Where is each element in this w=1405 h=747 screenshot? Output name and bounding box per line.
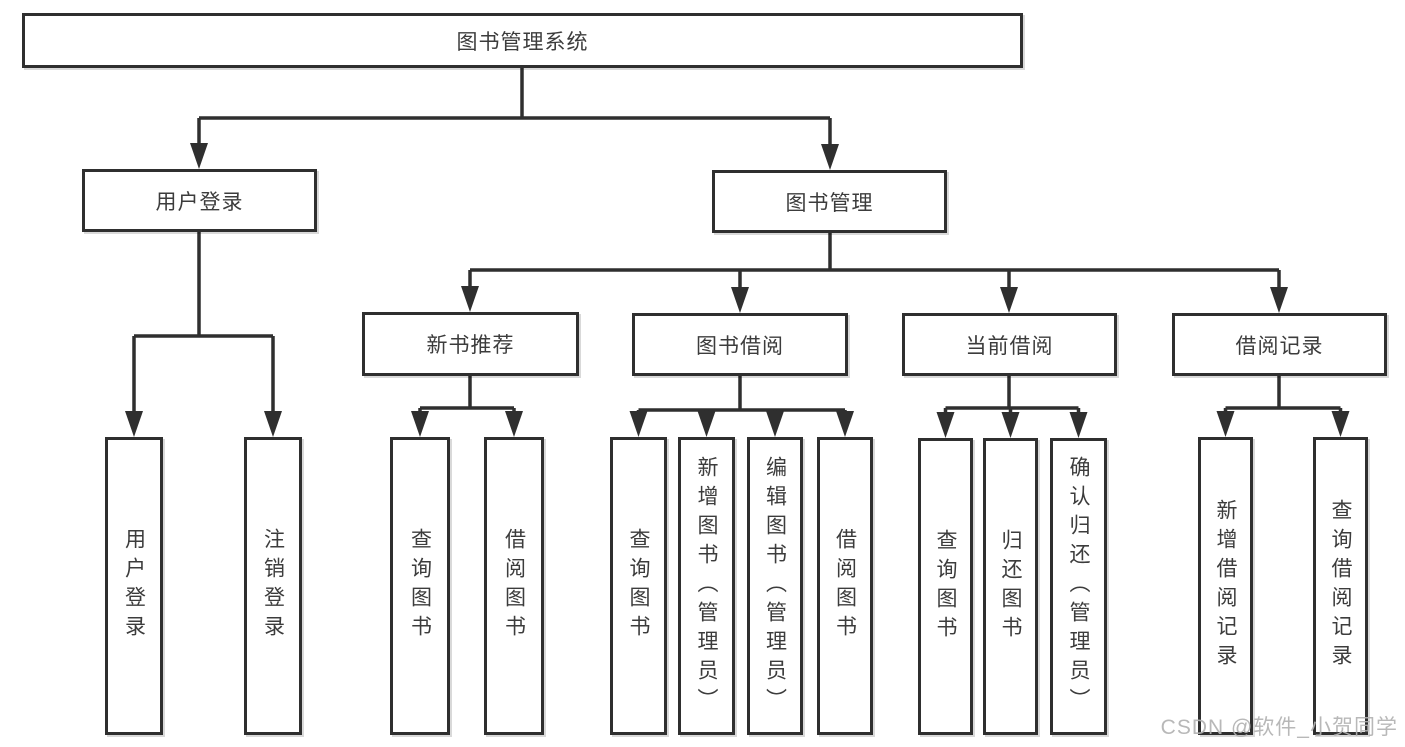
node-user-login: 用户登录: [82, 169, 317, 232]
leaf-label: 归还图书: [999, 528, 1022, 645]
leaf-borrow-books-recommend: 借阅图书: [484, 437, 544, 735]
node-book-management: 图书管理: [712, 170, 947, 233]
leaf-label: 借阅图书: [833, 528, 857, 644]
group-label: 借阅记录: [1235, 334, 1324, 358]
group-label: 新书推荐: [426, 334, 515, 357]
leaf-user-login: 用户登录: [105, 437, 163, 735]
node-current-borrowing: 当前借阅: [902, 313, 1117, 376]
leaf-label: 确认归还（管理员）: [1067, 456, 1090, 717]
leaf-label: 用户登录: [122, 528, 146, 644]
leaf-label: 查询图书: [934, 528, 957, 645]
node-borrowing-records: 借阅记录: [1172, 313, 1387, 376]
group-label: 当前借阅: [965, 334, 1054, 358]
node-root: 图书管理系统: [22, 13, 1023, 68]
leaf-add-books-admin: 新增图书（管理员）: [678, 437, 735, 735]
node-book-borrowing: 图书借阅: [632, 313, 848, 376]
node-user-login-label: 用户登录: [155, 190, 244, 214]
leaf-borrow-books-borrowing: 借阅图书: [817, 437, 873, 735]
leaf-query-books-current: 查询图书: [918, 438, 973, 735]
leaf-edit-books-admin: 编辑图书（管理员）: [747, 437, 803, 735]
leaf-add-borrow-record: 新增借阅记录: [1198, 437, 1253, 735]
leaf-label: 查询图书: [408, 528, 432, 644]
node-root-label: 图书管理系统: [456, 30, 589, 54]
leaf-label: 借阅图书: [502, 528, 526, 644]
csdn-watermark: CSDN @软件_小贺同学: [1160, 716, 1398, 739]
leaf-query-borrow-record: 查询借阅记录: [1313, 437, 1368, 735]
leaf-label: 新增借阅记录: [1214, 499, 1237, 673]
leaf-logout: 注销登录: [244, 437, 302, 735]
leaf-label: 注销登录: [261, 528, 285, 644]
node-book-management-label: 图书管理: [785, 191, 874, 215]
node-new-book-recommendation: 新书推荐: [362, 312, 579, 376]
leaf-query-books-borrowing: 查询图书: [610, 437, 667, 735]
leaf-confirm-return-admin: 确认归还（管理员）: [1050, 438, 1107, 735]
leaf-label: 查询借阅记录: [1329, 499, 1352, 673]
leaf-label: 查询图书: [627, 528, 650, 644]
leaf-label: 新增图书（管理员）: [695, 455, 718, 717]
group-label: 图书借阅: [696, 334, 784, 358]
leaf-query-books-recommend: 查询图书: [390, 437, 450, 735]
leaf-label: 编辑图书（管理员）: [763, 455, 787, 717]
leaf-return-books: 归还图书: [983, 438, 1038, 735]
